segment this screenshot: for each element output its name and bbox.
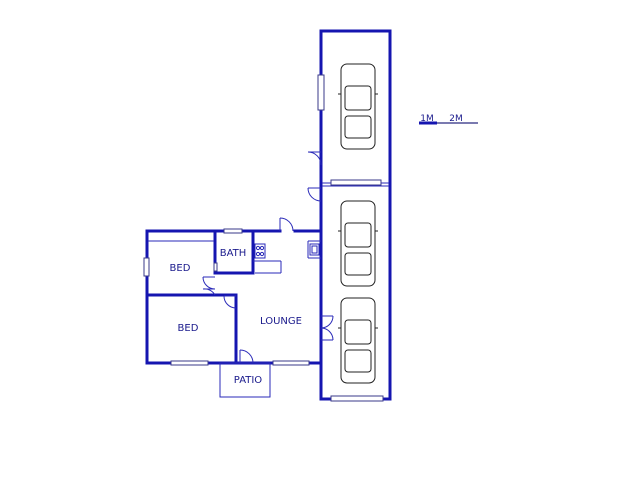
lounge-door — [320, 315, 334, 341]
bed2-door — [223, 295, 237, 309]
front-door — [279, 217, 294, 232]
room-label-lounge: LOUNGE — [260, 316, 302, 327]
patio-door — [239, 349, 254, 364]
patio-outline — [219, 362, 271, 398]
window — [170, 360, 209, 366]
garage-window-1 — [317, 74, 325, 111]
room-label-patio: PATIO — [234, 375, 263, 386]
window — [143, 257, 150, 277]
garage-window-2 — [330, 395, 384, 402]
garage-window-3 — [330, 179, 382, 186]
scale-label-1m: 1M — [420, 114, 434, 124]
window — [213, 262, 218, 272]
room-label-bed-2: BED — [178, 323, 199, 334]
garage-door-upper — [307, 151, 322, 202]
car-icon — [338, 297, 378, 384]
car-icon — [338, 63, 378, 150]
bed-door — [202, 276, 216, 296]
room-label-bath: BATH — [220, 248, 247, 259]
window — [272, 360, 310, 366]
car-icon — [338, 200, 378, 287]
scale-bar: 1M 2M — [419, 114, 478, 125]
room-label-bed-1: BED — [170, 263, 191, 274]
window — [223, 228, 243, 234]
garage — [317, 29, 392, 402]
scale-label-2m: 2M — [449, 114, 463, 124]
sink-icon — [309, 243, 320, 256]
stove-icon — [254, 243, 266, 259]
